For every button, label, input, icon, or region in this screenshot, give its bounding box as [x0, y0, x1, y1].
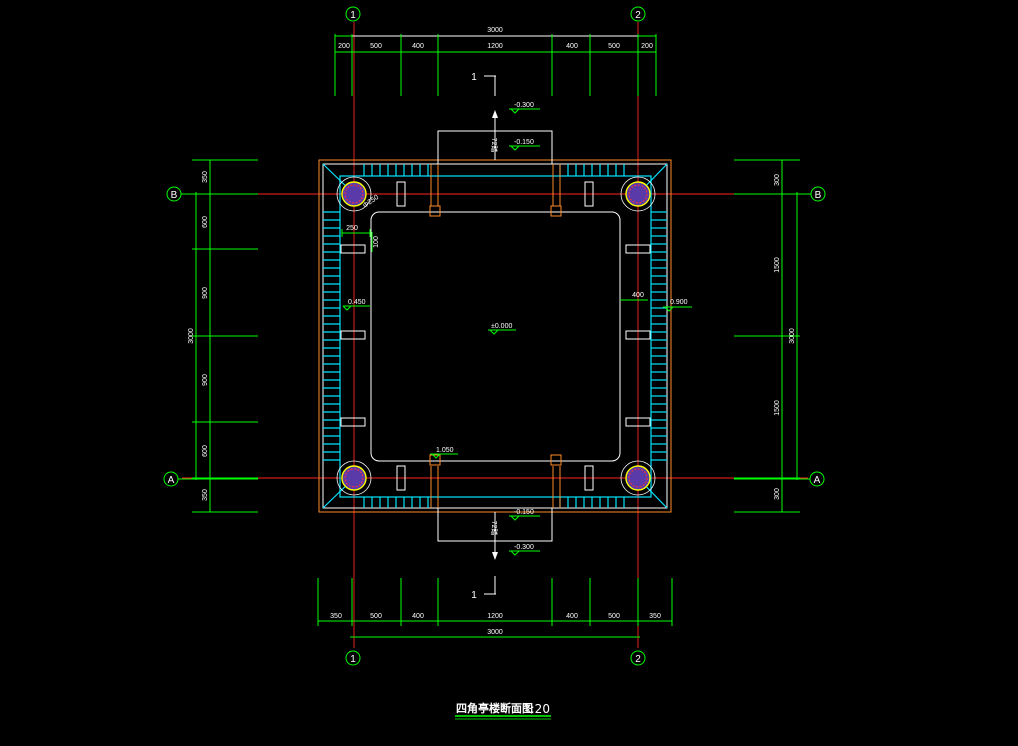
level-center: ±0.000 — [488, 323, 516, 335]
svg-text:±0.000: ±0.000 — [491, 323, 512, 330]
column-bottom-left — [336, 460, 372, 496]
level-top-outer: -0.300 — [509, 102, 540, 114]
grid-label-2-top: 2 — [635, 10, 641, 21]
dim-top-seg-5: 400 — [566, 43, 578, 50]
grid-label-2-bottom: 2 — [635, 654, 641, 665]
dim-right-seg-4: 300 — [774, 488, 781, 500]
dimension-bottom: 350 500 400 1200 400 500 350 3000 — [317, 578, 673, 638]
dim-right-overall: 3000 — [789, 328, 796, 344]
dim-bottom-seg-6: 500 — [608, 613, 620, 620]
column-bottom-right — [620, 460, 656, 496]
grid-label-a-right: A — [814, 475, 821, 486]
drawing-title: 四角亭楼断面图 — [456, 701, 533, 715]
grid-bubble-2-bottom — [630, 650, 646, 666]
grid-label-b-right: B — [815, 190, 822, 201]
dim-left-seg-4: 900 — [202, 374, 209, 386]
detail-400: 400 — [632, 292, 644, 299]
dimension-top: 3000 200 500 400 1200 400 500 200 — [334, 27, 657, 96]
post-top-left — [429, 205, 441, 217]
dim-top-overall: 3000 — [487, 27, 503, 34]
svg-text:0.900: 0.900 — [670, 299, 688, 306]
dim-top-seg-6: 500 — [608, 43, 620, 50]
drawing-title-block: 四角亭楼断面图 1:20 — [455, 701, 551, 720]
bench-band — [339, 175, 652, 498]
step-label-bottom: 72踏 — [490, 521, 499, 536]
level-lower-left: 1.050 — [430, 447, 458, 459]
column-top-left — [336, 176, 372, 212]
post-bottom-left — [429, 454, 441, 466]
dim-right-seg-3: 1500 — [774, 400, 781, 416]
dimension-right: 300 1500 1500 300 3000 — [734, 159, 800, 513]
dim-top-seg-1: 200 — [338, 43, 350, 50]
grid-label-a-left: A — [168, 475, 175, 486]
dim-left-seg-6: 350 — [202, 489, 209, 501]
pavilion-plan — [318, 130, 672, 542]
dim-bottom-seg-4: 1200 — [487, 613, 503, 620]
level-top-inner: -0.150 — [509, 139, 540, 151]
svg-text:-0.150: -0.150 — [514, 509, 534, 516]
column-top-right — [620, 176, 656, 212]
grid-bubble-1-bottom — [345, 650, 361, 666]
dim-right-seg-2: 1500 — [774, 257, 781, 273]
dimension-left: 3000 350 600 900 900 600 350 — [188, 159, 258, 513]
drawing-scale: 1:20 — [523, 702, 550, 716]
step-label-top: 72踏 — [490, 138, 499, 153]
grid-bubbles: 1 2 1 2 B B A A — [163, 6, 826, 666]
dim-bottom-seg-1: 350 — [330, 613, 342, 620]
dim-left-seg-2: 600 — [202, 216, 209, 228]
svg-text:-0.300: -0.300 — [514, 102, 534, 109]
axis-lines — [182, 22, 808, 648]
dim-bottom-seg-3: 400 — [412, 613, 424, 620]
stair-top-arrow-icon — [492, 110, 498, 118]
dim-bottom-seg-5: 400 — [566, 613, 578, 620]
dim-top-seg-2: 500 — [370, 43, 382, 50]
grid-label-1-bottom: 1 — [350, 654, 356, 665]
section-marks: 1 1 — [471, 72, 496, 601]
dim-bottom-seg-7: 350 — [649, 613, 661, 620]
level-right: 0.900 — [663, 299, 692, 312]
outer-boundary — [318, 159, 672, 513]
dim-left-seg-1: 350 — [202, 171, 209, 183]
svg-text:-0.150: -0.150 — [514, 139, 534, 146]
dim-left-seg-5: 600 — [202, 445, 209, 457]
svg-text:0.450: 0.450 — [348, 299, 366, 306]
stair-arrows: 72踏 72踏 — [490, 110, 499, 560]
detail-100: 100 — [373, 236, 380, 248]
svg-text:-0.300: -0.300 — [514, 544, 534, 551]
dim-left-seg-3: 900 — [202, 287, 209, 299]
grid-label-1-top: 1 — [350, 10, 356, 21]
stair-bottom-arrow-icon — [492, 552, 498, 560]
dim-top-seg-4: 1200 — [487, 43, 503, 50]
dim-bottom-overall: 3000 — [487, 629, 503, 636]
level-marks: -0.300 -0.150 ±0.000 0.450 0.900 1.050 — [342, 102, 692, 556]
section-mark-top: 1 — [471, 72, 477, 83]
level-left: 0.450 — [342, 299, 370, 311]
grid-bubble-2-top — [630, 6, 646, 22]
level-bottom-inner: -0.150 — [509, 509, 540, 521]
detail-dimensions: 250 100 400 Φ250 — [341, 194, 648, 301]
dim-right-seg-1: 300 — [774, 174, 781, 186]
svg-text:1.050: 1.050 — [436, 447, 454, 454]
inner-floor — [370, 211, 621, 462]
grid-label-b-left: B — [171, 190, 178, 201]
post-bottom-right — [550, 454, 562, 466]
railing-balusters — [323, 164, 667, 508]
dim-top-seg-3: 400 — [412, 43, 424, 50]
post-top-right — [550, 205, 562, 217]
dim-left-overall: 3000 — [188, 328, 195, 344]
dim-top-seg-7: 200 — [641, 43, 653, 50]
dim-bottom-seg-2: 500 — [370, 613, 382, 620]
detail-250: 250 — [346, 225, 358, 232]
level-bottom-outer: -0.300 — [509, 544, 540, 556]
section-mark-bottom: 1 — [471, 590, 477, 601]
outer-edge — [322, 163, 668, 509]
grid-bubble-1-top — [345, 6, 361, 22]
